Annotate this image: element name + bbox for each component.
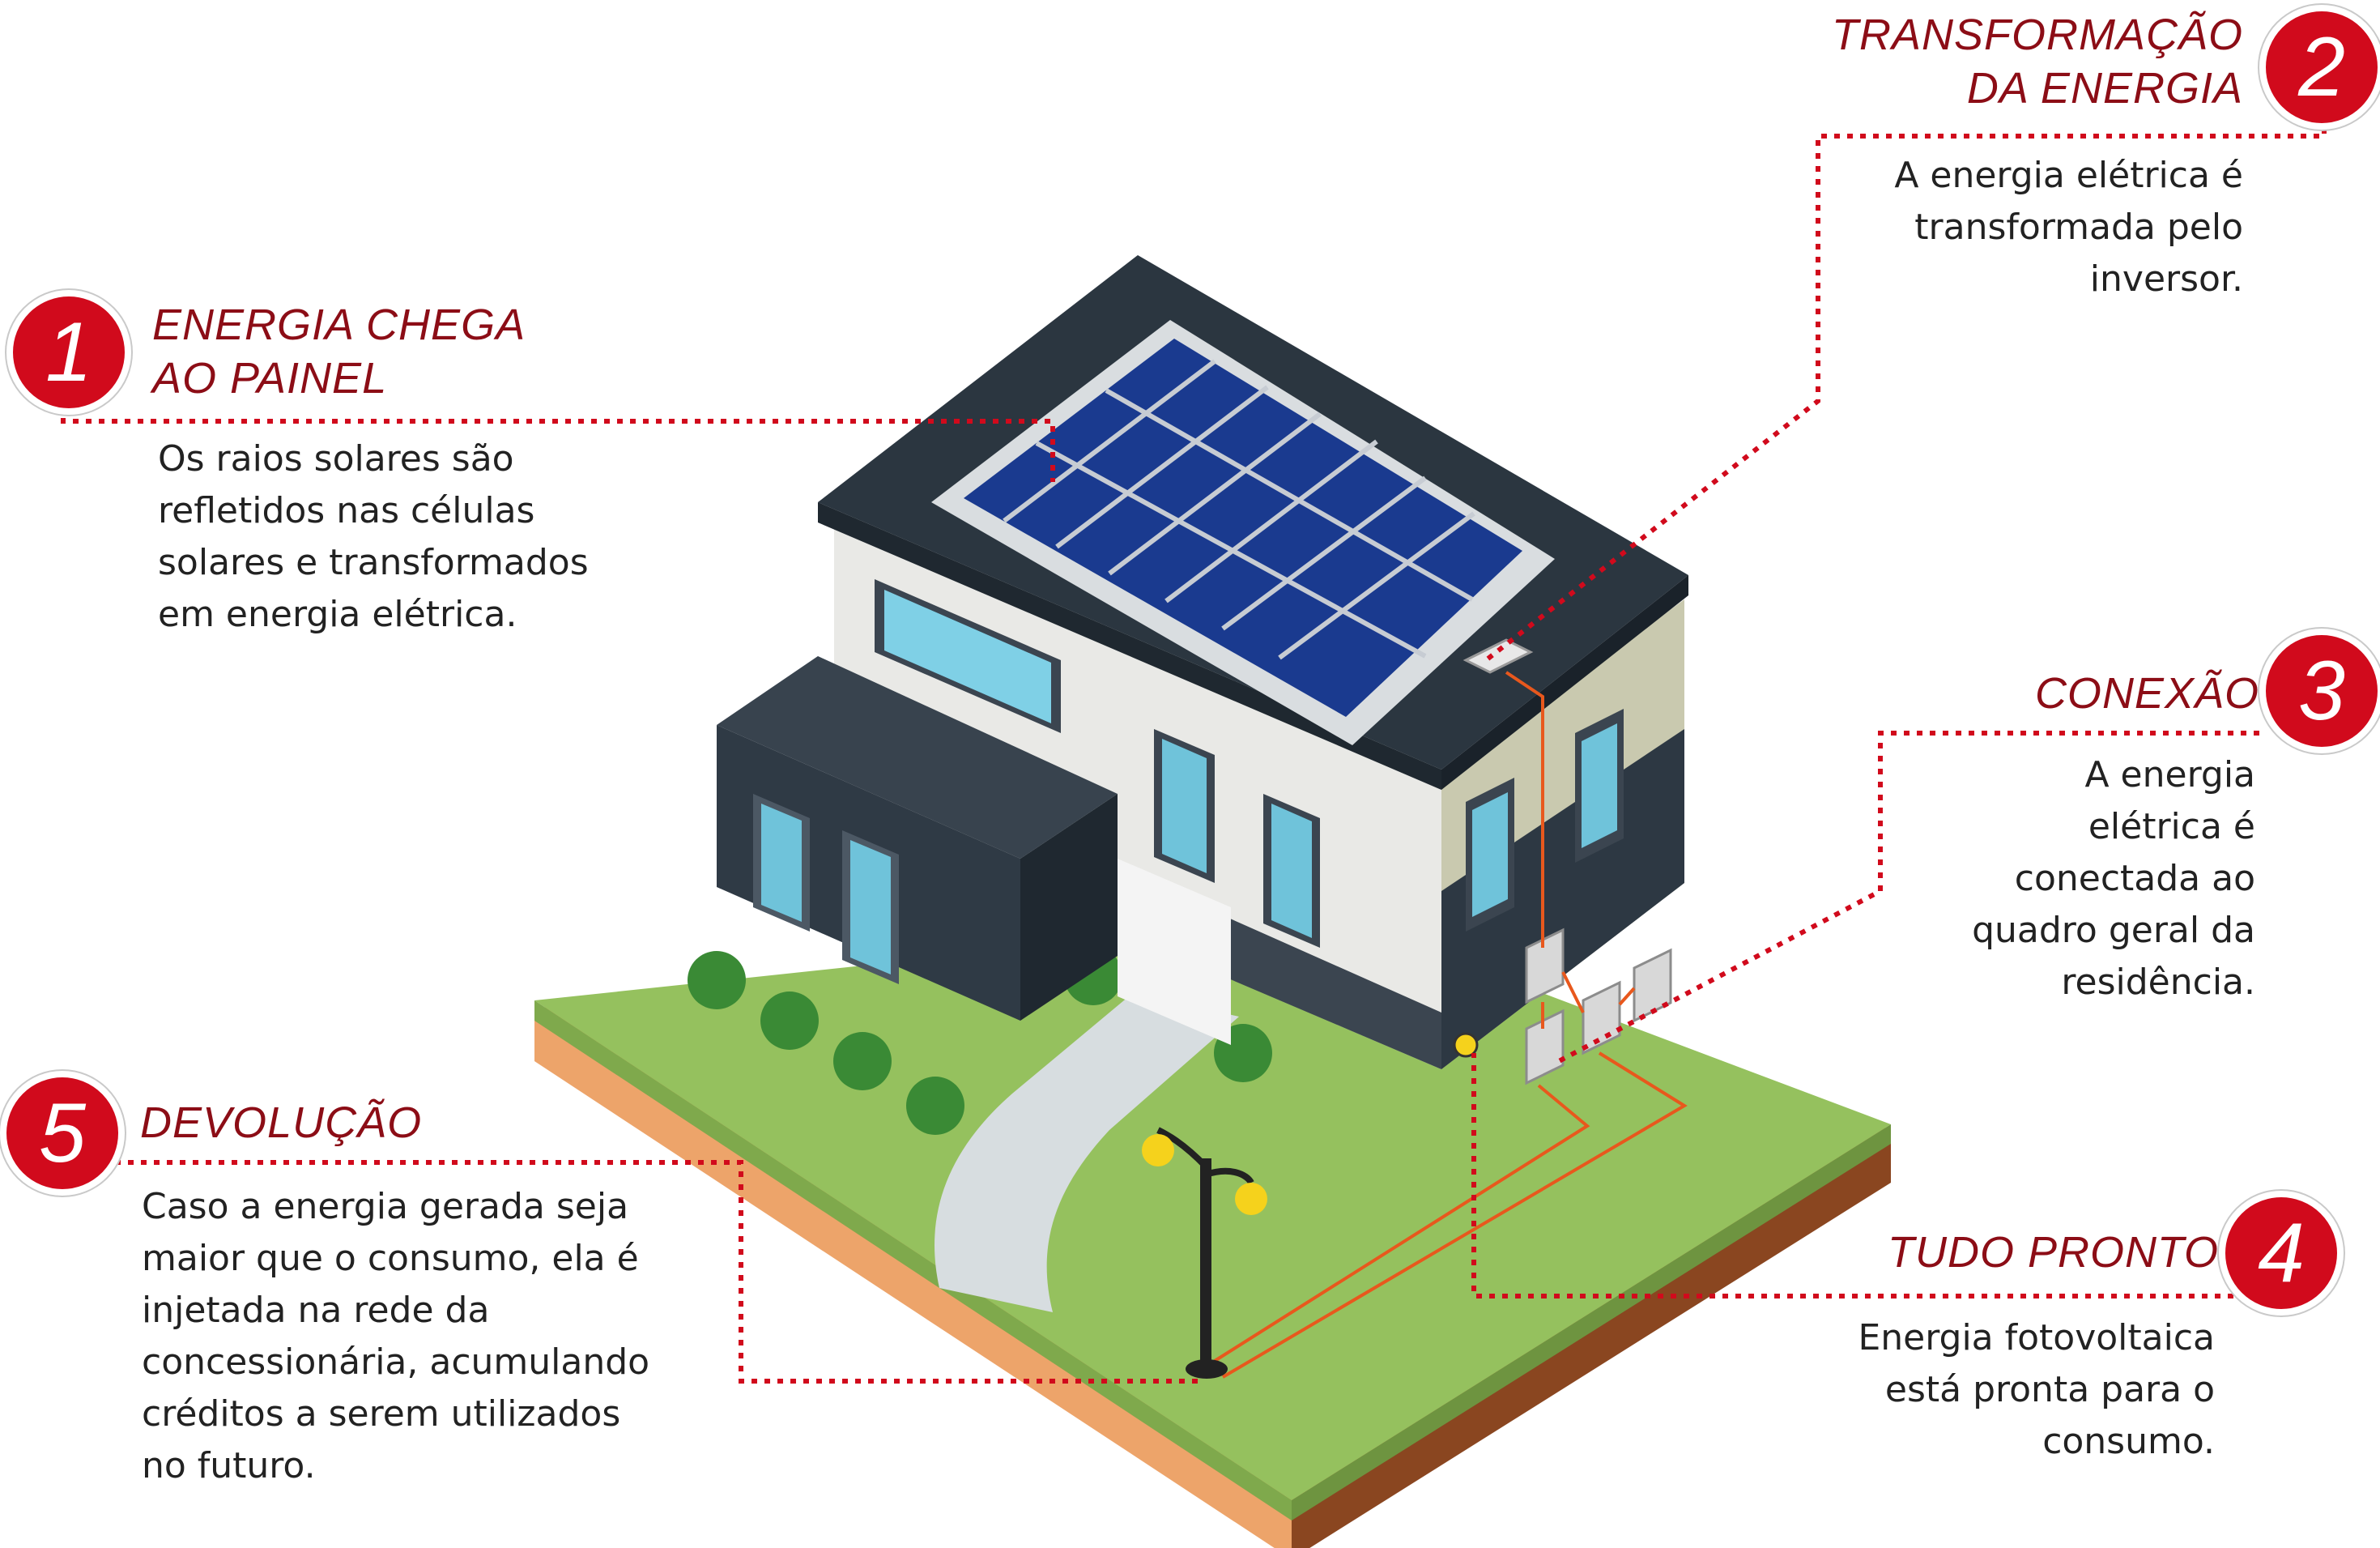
step-1-number: 1 bbox=[6, 290, 131, 415]
step-5-description: Caso a energia gerada seja maior que o c… bbox=[142, 1186, 650, 1486]
step-3-number: 3 bbox=[2259, 629, 2380, 753]
step-1-description: Os raios solares são refletidos nas célu… bbox=[158, 438, 589, 635]
callout-line-2 bbox=[1484, 128, 2327, 663]
step-5-number: 5 bbox=[0, 1071, 125, 1196]
solar-panel-array bbox=[931, 320, 1555, 745]
step-4-title: TUDO PRONTO bbox=[1887, 1228, 2219, 1277]
street-lamp bbox=[1142, 1127, 1267, 1379]
step-1-title: ENERGIA CHEGA AO PAINEL bbox=[152, 301, 526, 403]
callout-lines bbox=[61, 128, 2327, 1384]
step-4-number: 4 bbox=[2219, 1191, 2344, 1316]
house-main bbox=[834, 518, 1684, 1069]
front-block bbox=[717, 656, 1118, 1021]
step-3-title: CONEXÃO bbox=[2034, 669, 2259, 718]
bushes bbox=[688, 947, 1272, 1135]
callout-line-5 bbox=[89, 1160, 1203, 1384]
step-2-title: TRANSFORMAÇÃO DA ENERGIA bbox=[1831, 11, 2243, 113]
step-3-description: A energia elétrica é conectada ao quadro… bbox=[1972, 754, 2255, 1003]
callout-line-3 bbox=[1557, 731, 2259, 1064]
step-2-description: A energia elétrica é transformada pelo i… bbox=[1894, 155, 2243, 300]
inverter-box bbox=[1462, 638, 1534, 674]
step-2-number: 2 bbox=[2259, 5, 2380, 130]
callout-line-1 bbox=[61, 405, 1055, 482]
wall-lamp bbox=[1453, 1032, 1479, 1058]
step-5-title: DEVOLUÇÃO bbox=[140, 1098, 423, 1147]
wiring bbox=[1213, 671, 1688, 1379]
step-4-description: Energia fotovoltaica está pronta para o … bbox=[1858, 1317, 2215, 1462]
walkway bbox=[935, 992, 1239, 1312]
callout-line-4 bbox=[1471, 1053, 2259, 1299]
